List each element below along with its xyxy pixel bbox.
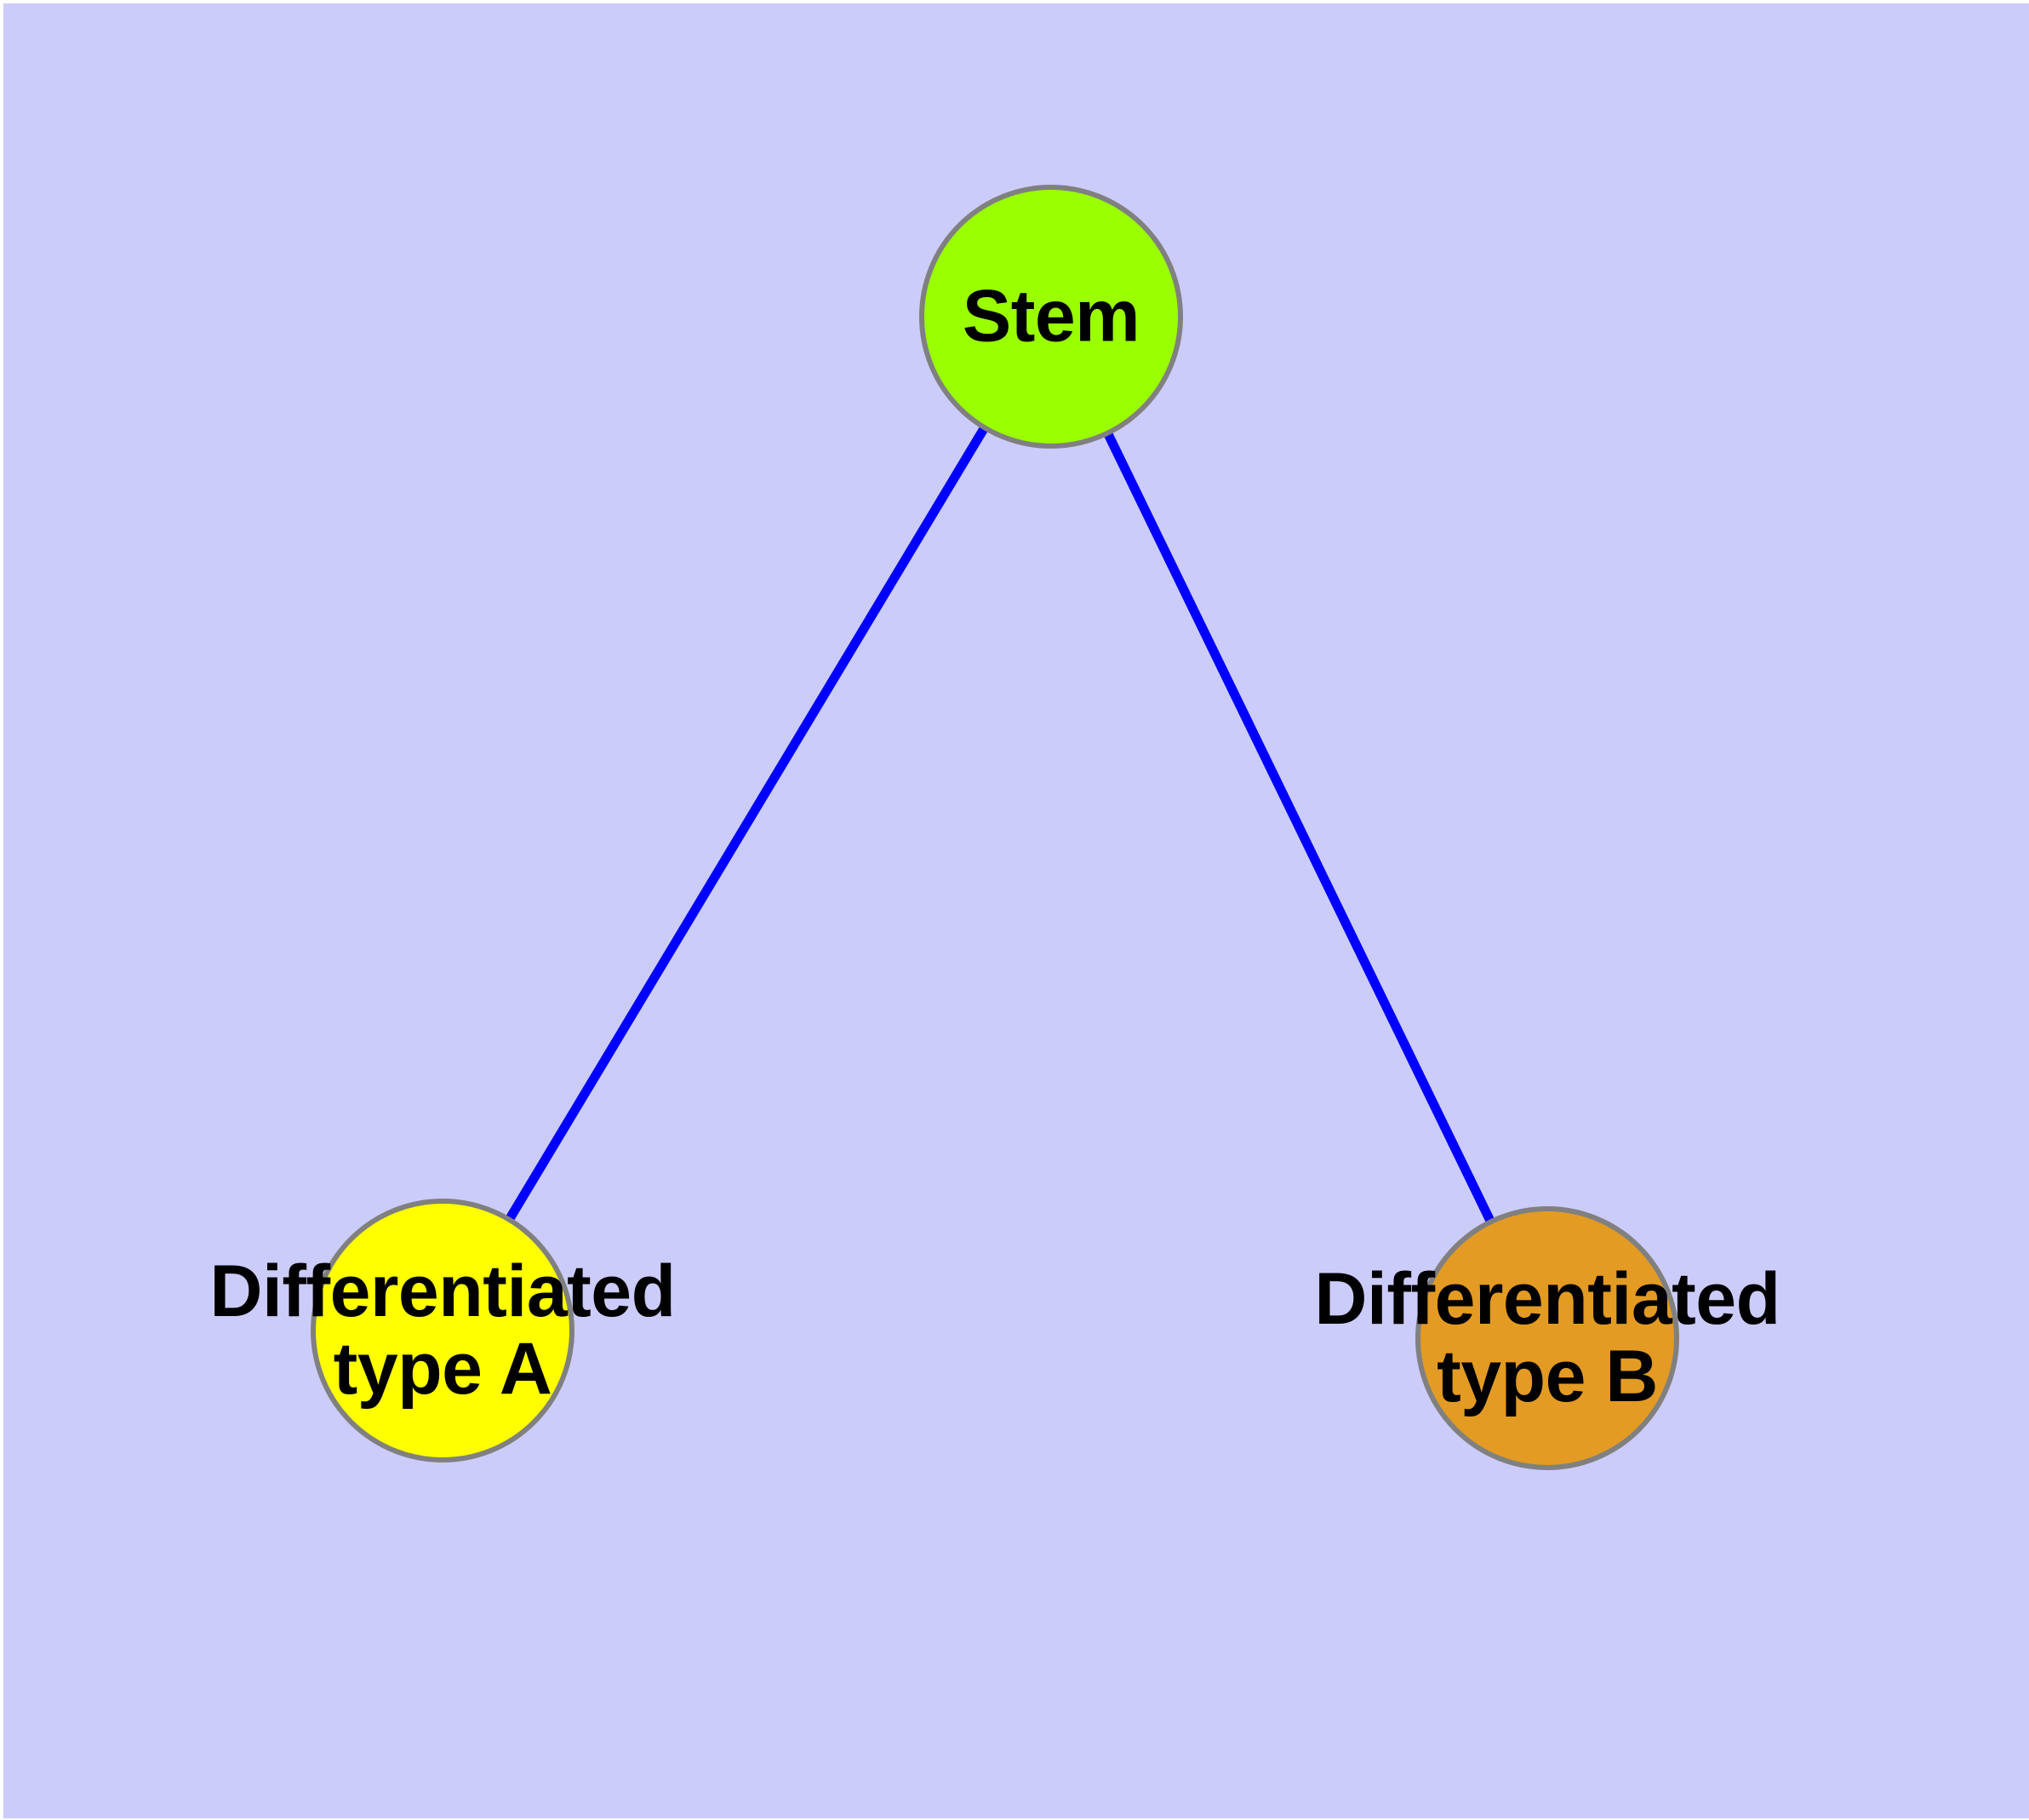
node-diff-a[interactable] (311, 1199, 574, 1462)
node-diff-b[interactable] (1415, 1206, 1679, 1470)
edge-stem-to-a[interactable] (438, 314, 1055, 1333)
nodes-group (311, 185, 1679, 1470)
edges-group (438, 314, 1552, 1341)
node-stem[interactable] (919, 185, 1183, 449)
edge-stem-to-b[interactable] (1047, 314, 1552, 1341)
